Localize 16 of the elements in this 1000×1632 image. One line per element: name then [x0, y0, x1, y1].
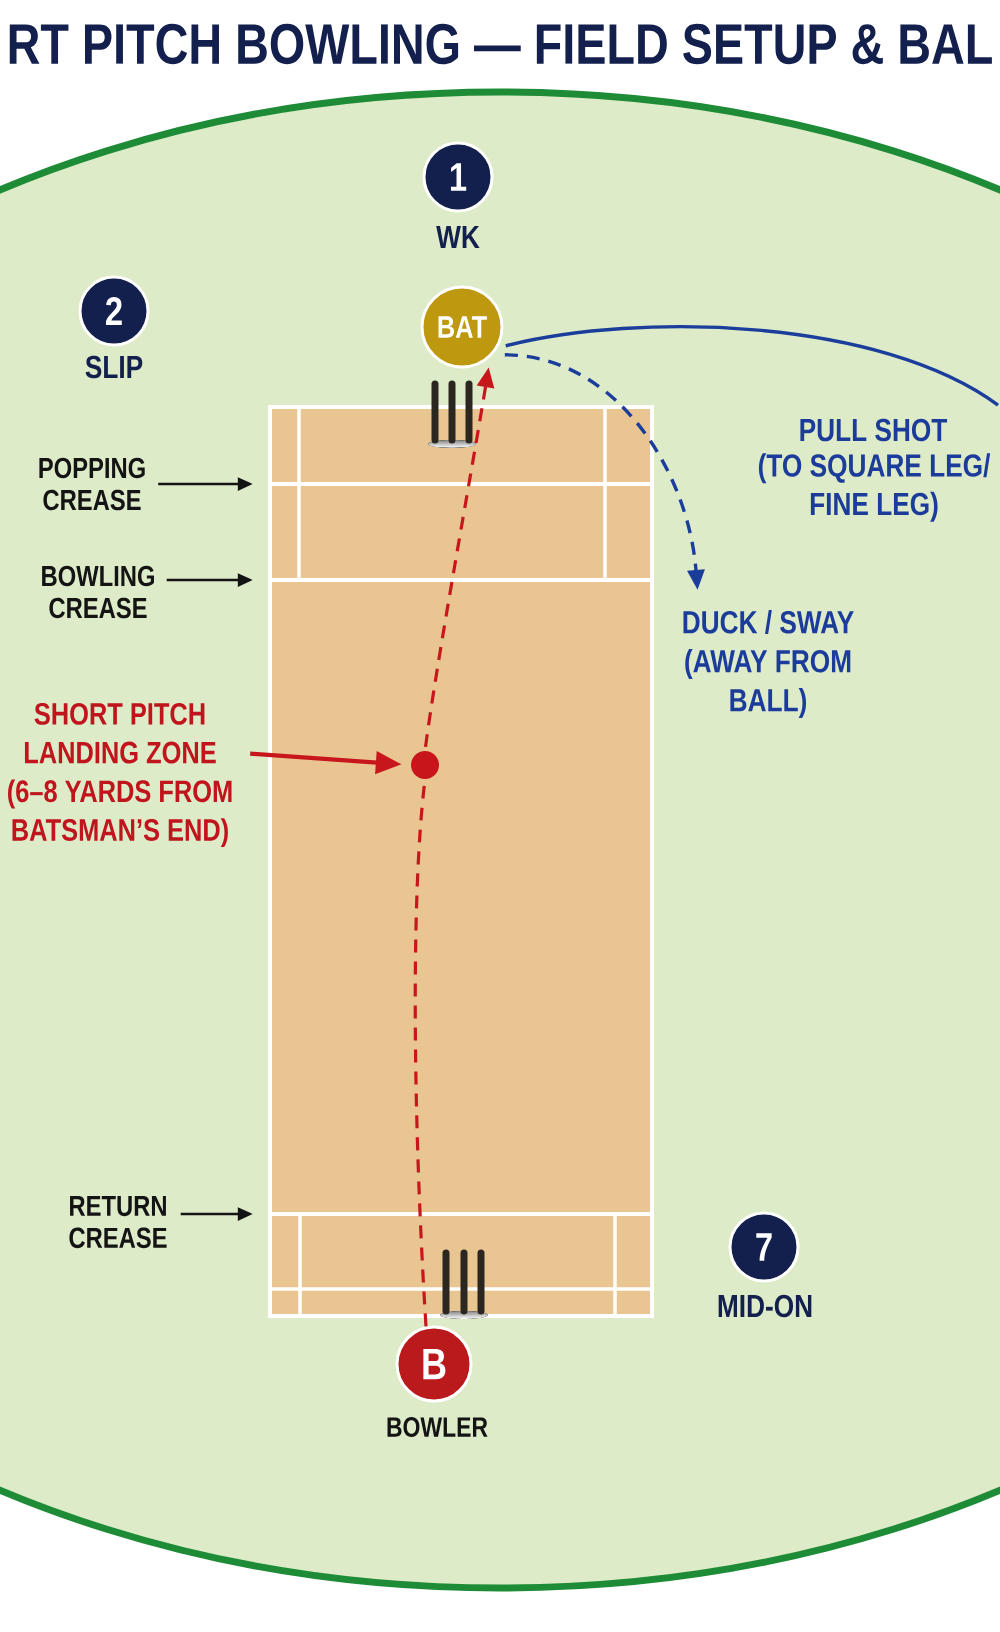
action-label: DUCK / SWAY (AWAY FROM BALL) — [683, 610, 854, 718]
shot-label: PULL SHOT — [800, 418, 948, 442]
position-label: SLIP — [85, 355, 143, 379]
position-label: BOWLER — [387, 1417, 488, 1437]
crease-label: POPPING CREASE — [39, 457, 145, 511]
position-label: WK — [436, 226, 480, 248]
crease-label: RETURN CREASE — [69, 1195, 167, 1249]
shot-path — [505, 325, 999, 407]
shot-label: (TO SQUARE LEG/ FINE LEG) — [758, 453, 991, 522]
zone-label: SHORT PITCH LANDING ZONE (6–8 YARDS FROM BATSMAN’S END) — [8, 702, 232, 848]
pitch — [268, 405, 654, 1318]
crease-label: BOWLING CREASE — [42, 565, 154, 619]
ball-path — [413, 785, 428, 1327]
landing-spot — [411, 751, 439, 779]
title: RT PITCH BOWLING — FIELD SETUP & BAL — [9, 23, 992, 65]
position-label: MID-ON — [718, 1294, 812, 1318]
